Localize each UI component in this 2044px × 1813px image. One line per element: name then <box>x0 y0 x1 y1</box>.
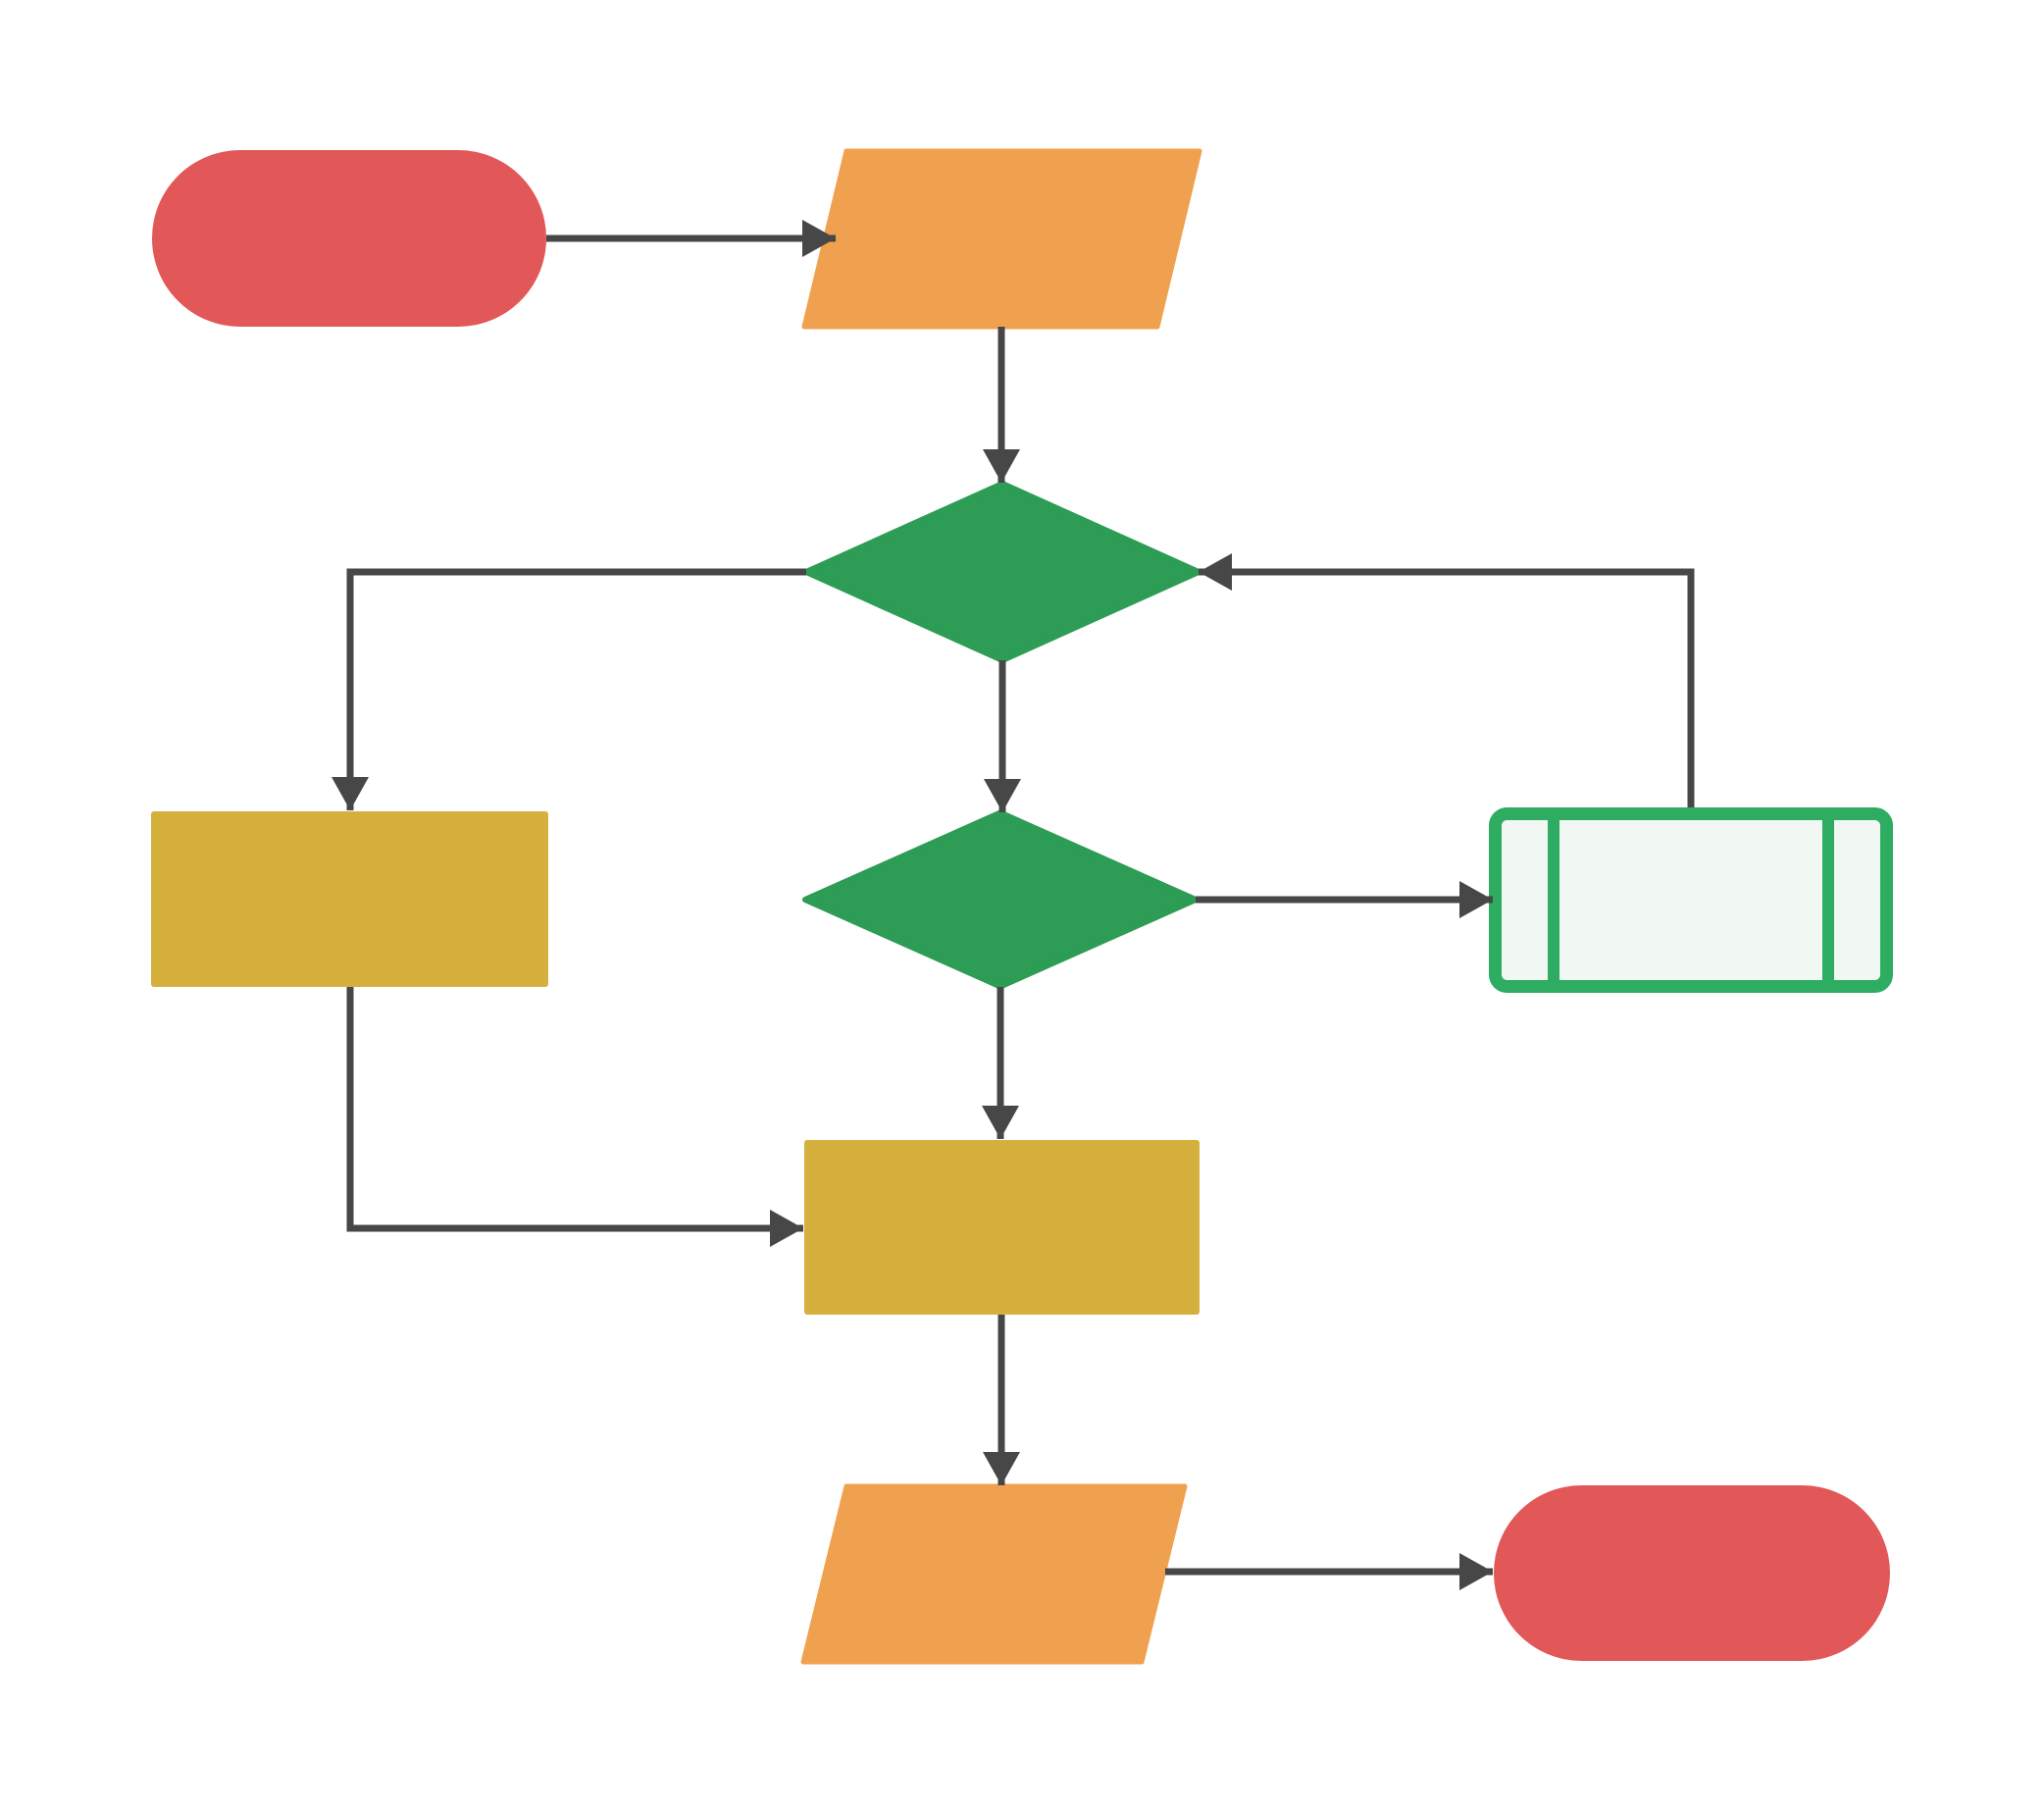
decision-1-to-process-left-connector <box>332 568 806 810</box>
end-terminator-node <box>1494 1485 1890 1661</box>
io-top-node <box>801 148 1202 330</box>
predefined-process-body <box>1489 807 1893 993</box>
predefined-to-decision-1-connector <box>1199 553 1695 807</box>
flowchart-connectors <box>332 220 1695 1590</box>
decision-2-node <box>802 809 1199 990</box>
predefined-process-left-bar <box>1548 820 1559 980</box>
predefined-process-right-bar <box>1822 820 1834 980</box>
predefined-process-node <box>1489 807 1893 993</box>
io-bottom-node <box>800 1483 1188 1665</box>
flowchart-nodes <box>151 148 1893 1665</box>
process-left-node <box>151 811 548 987</box>
start-terminator-node <box>152 150 546 327</box>
decision-1-node <box>803 481 1201 663</box>
process-center-node <box>804 1140 1200 1315</box>
process-left-to-process-center-connector <box>346 987 803 1247</box>
